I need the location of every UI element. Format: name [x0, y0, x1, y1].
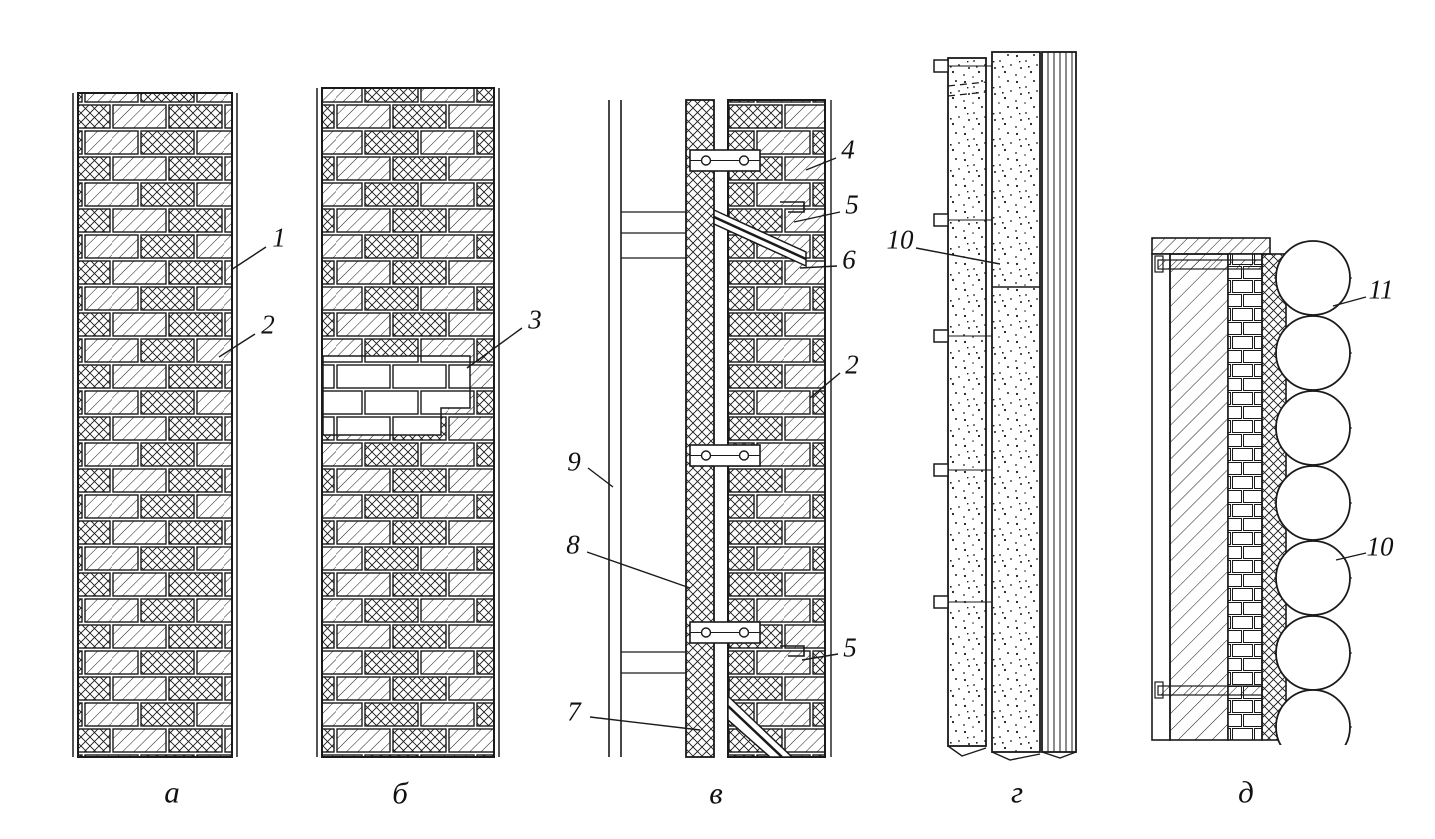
callout-g-10: 10	[886, 224, 914, 255]
bolt	[933, 329, 992, 343]
panel-bolts	[933, 59, 992, 609]
cavity-ties	[621, 211, 686, 674]
angle-bracket-bottom	[780, 645, 805, 657]
break-lines	[947, 81, 987, 97]
brick-facing-strip	[1227, 253, 1263, 741]
section-v-drawing	[586, 99, 841, 758]
section-label-d: д	[1238, 774, 1254, 810]
bolt	[933, 213, 992, 227]
section-g-drawing	[915, 51, 1077, 761]
brick-wall-a	[77, 92, 233, 758]
callout-v-5-bottom: 5	[843, 632, 857, 663]
stippled-panel-right	[991, 51, 1041, 753]
anchor	[689, 444, 761, 467]
section-label-g: г	[1010, 774, 1024, 810]
brick-veneer	[727, 99, 826, 758]
log-circles	[1274, 240, 1352, 745]
leader-lines-d	[1332, 296, 1367, 561]
stippled-panel-left	[947, 57, 987, 747]
bolt	[933, 59, 992, 73]
leader-lines-b	[466, 327, 523, 369]
leader-lines-v	[586, 157, 841, 731]
top-flashing	[713, 201, 807, 268]
section-a-drawing	[72, 92, 267, 758]
section-label-b: б	[392, 775, 408, 811]
callout-a-2: 2	[261, 309, 275, 340]
panel-bottom-breaks	[947, 745, 1077, 761]
section-b-drawing	[316, 87, 523, 758]
outer-board-strip	[1151, 253, 1171, 741]
anchor	[689, 149, 761, 172]
bolt	[933, 595, 992, 609]
callout-d-11: 11	[1368, 274, 1394, 305]
rail-lines	[608, 100, 622, 757]
section-label-a: а	[164, 774, 180, 810]
insulation-strip	[685, 99, 715, 758]
callout-v-5-top: 5	[845, 189, 859, 220]
section-label-v: в	[709, 775, 723, 811]
plain-brick-band	[322, 355, 471, 436]
callout-v-2: 2	[845, 349, 859, 380]
callout-v-6: 6	[842, 244, 856, 275]
callout-b-3: 3	[528, 304, 542, 335]
anchor-assemblies	[689, 149, 761, 644]
callout-v-7: 7	[567, 696, 581, 727]
top-cap	[1151, 237, 1271, 255]
bottom-flashing	[727, 645, 805, 758]
leader-lines-a	[218, 246, 267, 358]
leader-lines-g	[915, 247, 1001, 265]
callout-d-10: 10	[1366, 531, 1394, 562]
laminated-strip	[1041, 51, 1077, 753]
wall-anchors	[1154, 255, 1263, 699]
callout-v-9: 9	[567, 446, 581, 477]
callout-a-1: 1	[272, 222, 286, 253]
callout-v-8: 8	[566, 529, 580, 560]
plaster-strip	[1169, 253, 1229, 741]
section-d-drawing	[1151, 237, 1352, 745]
callout-v-4: 4	[841, 134, 855, 165]
angle-bracket-top	[780, 201, 805, 213]
anchor	[689, 621, 761, 644]
bolt	[933, 463, 992, 477]
